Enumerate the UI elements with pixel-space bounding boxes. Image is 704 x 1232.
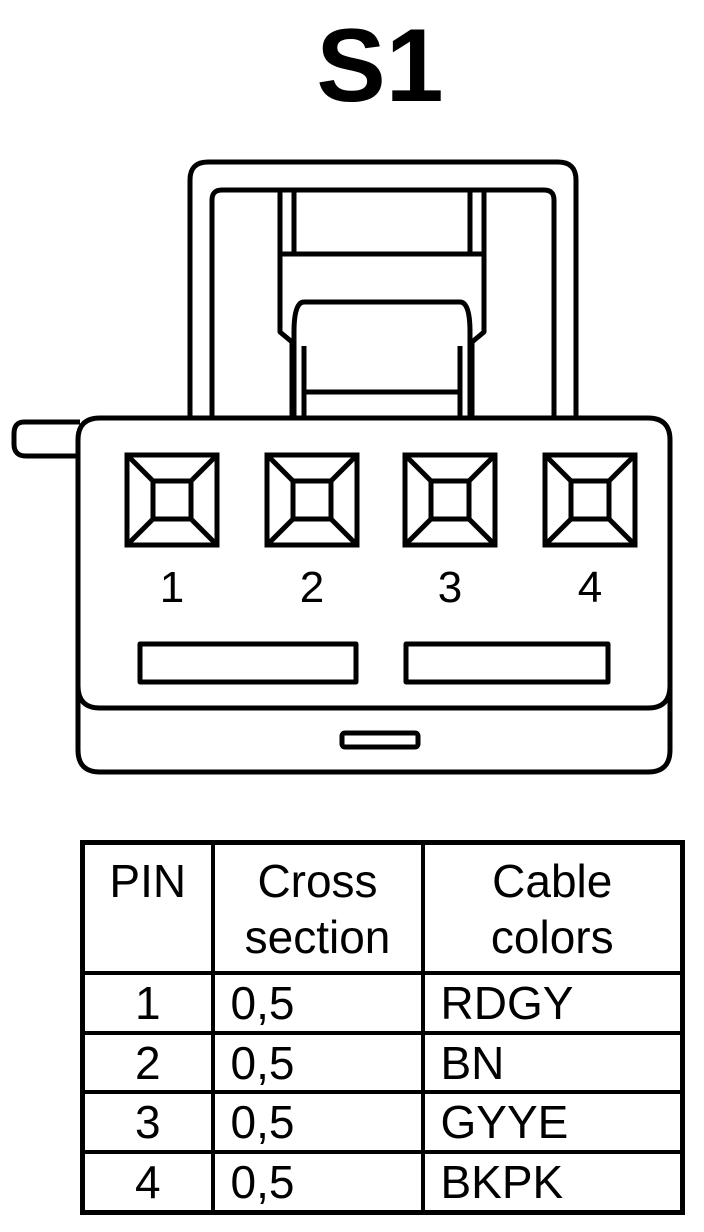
pin-label-1: 1 <box>160 563 184 612</box>
latch-frame-inner <box>209 187 557 416</box>
cross-section-value: 0,5 <box>210 971 425 1035</box>
table-row: 1 0,5 RDGY <box>80 971 685 1035</box>
window-right <box>403 641 611 685</box>
table-row: 4 0,5 BKPK <box>80 1150 685 1215</box>
connector-drawing: 1 2 3 4 <box>11 159 673 775</box>
window-left <box>137 641 359 685</box>
header-cross-section: Cross section <box>210 840 425 975</box>
table-row: 2 0,5 BN <box>80 1030 685 1095</box>
connector-title: S1 <box>316 8 444 124</box>
pin-label-4: 4 <box>578 563 602 612</box>
cross-section-value: 0,5 <box>210 1150 425 1215</box>
table-header-row: PIN Cross section Cable colors <box>80 840 685 975</box>
cross-section-value: 0,5 <box>210 1090 425 1155</box>
latch-frame-outer <box>187 159 579 416</box>
pin-cavity-2 <box>264 452 360 548</box>
pin-number: 3 <box>80 1090 215 1155</box>
header-cable-colors: Cable colors <box>420 840 685 975</box>
pin-cavity-1 <box>124 452 220 548</box>
header-pin: PIN <box>80 840 215 975</box>
pin-label-3: 3 <box>438 563 462 612</box>
pin-number: 4 <box>80 1150 215 1215</box>
cross-section-value: 0,5 <box>210 1030 425 1095</box>
pin-label-2: 2 <box>300 563 324 612</box>
pin-cavity-4 <box>542 452 638 548</box>
latch-tongue-inner <box>291 299 473 416</box>
pin-number: 1 <box>80 971 215 1035</box>
cable-color-value: BN <box>420 1030 685 1095</box>
table-row: 3 0,5 GYYE <box>80 1090 685 1155</box>
cable-color-value: GYYE <box>420 1090 685 1155</box>
bottom-slot <box>339 730 421 750</box>
cable-color-value: RDGY <box>420 971 685 1035</box>
cable-color-value: BKPK <box>420 1150 685 1215</box>
side-tab <box>11 419 80 459</box>
pin-assignment-table: PIN Cross section Cable colors 1 0,5 RDG… <box>80 840 685 1215</box>
latch-tongue-outer <box>277 190 295 416</box>
latch-tongue-outer-right <box>469 190 487 416</box>
pin-cavity-3 <box>402 452 498 548</box>
pin-number: 2 <box>80 1030 215 1095</box>
housing-body <box>75 415 673 775</box>
housing-face-edge <box>75 685 673 711</box>
